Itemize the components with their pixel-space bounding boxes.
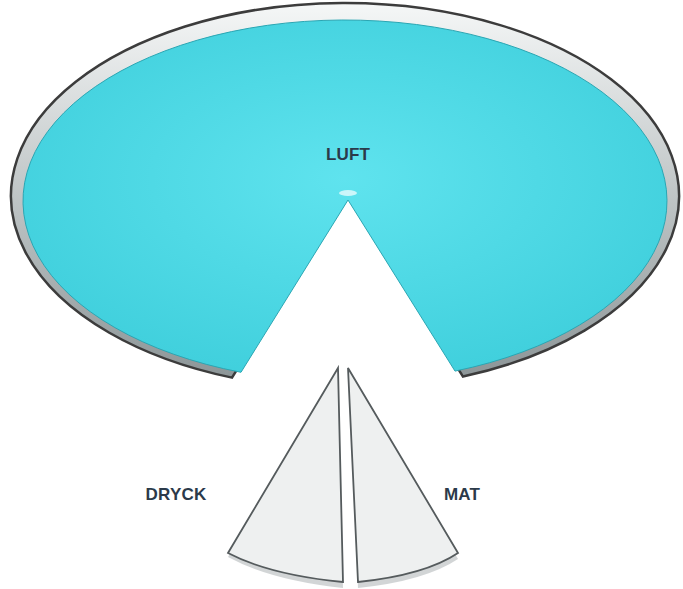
slice-label: LUFT xyxy=(326,145,370,164)
highlight xyxy=(339,190,357,196)
drink-slice: DRYCK xyxy=(120,360,346,589)
slice-shape xyxy=(0,0,683,400)
label-slot: DRYCK xyxy=(146,485,207,505)
slice-rim xyxy=(11,3,679,378)
slice-label: MAT xyxy=(444,485,480,504)
slice-wedge xyxy=(228,368,343,582)
food-slice: MAT xyxy=(345,360,495,589)
slice-surface xyxy=(23,20,667,372)
slice-wedge xyxy=(348,368,458,582)
slice-shape xyxy=(345,360,495,589)
slice-label: DRYCK xyxy=(146,485,207,504)
label-slot: MAT xyxy=(444,485,480,505)
slice-shape xyxy=(120,360,346,589)
label-slot: LUFT xyxy=(326,145,370,165)
air-slice: LUFT xyxy=(0,0,683,400)
